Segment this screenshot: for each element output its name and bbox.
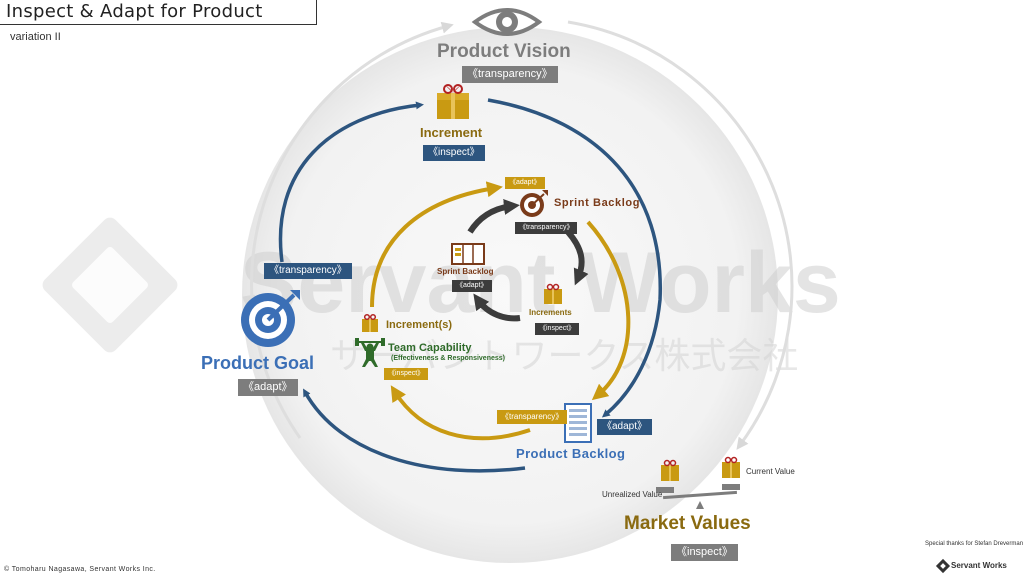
core-increments-tag: 《inspect》 [535,323,580,335]
page-title: Inspect & Adapt for Product [6,1,263,22]
product-backlog-transparency-tag: 《transparency》 [497,410,568,424]
servant-works-logo-mark [935,558,951,574]
target-arrow-icon [520,190,548,217]
product-goal-transparency-tag: 《transparency》 [264,263,352,279]
backlog-list-icon [564,403,592,443]
product-goal-tag: 《adapt》 [238,379,298,396]
sprint-backlog-transparency-tag: 《transparency》 [515,222,578,234]
gold-arc-right [586,220,631,401]
sprint-backlog-adapt-tag: 《adapt》 [505,177,545,189]
kanban-board-icon [451,243,485,265]
product-goal-label: Product Goal [201,353,315,373]
core-increments-label: Increments [529,308,572,317]
sprint-backlog-label: Sprint Backlog [554,197,641,209]
eye-icon [471,8,543,36]
special-thanks: Special thanks for Stefan Dreverman [925,541,1024,547]
outer-arc-left [250,21,454,439]
core-sprint-backlog-label: Sprint Backlog [437,267,494,276]
watermark [42,217,178,353]
outer-arc-right [567,20,794,450]
gift-box-icon-top [437,84,469,119]
team-capability-detail: (Effectiveness & Responsiveness) [391,355,505,362]
gift-box-icon-core [544,283,562,304]
product-backlog-label: Product Backlog [516,446,626,461]
market-values-tag: 《inspect》 [671,544,738,561]
blue-arc-bottom [303,388,526,473]
watermark-main: Servant Works [240,235,841,331]
blue-arc-top [278,101,424,263]
gift-box-icon-increments [362,313,378,332]
page-subtitle: variation II [10,31,61,43]
footer-logo-text: Servant Works [951,561,1007,570]
dark-arc-bottom [473,293,521,322]
increment-tag: 《inspect》 [423,145,485,161]
product-backlog-adapt-tag: 《adapt》 [597,419,653,435]
dark-arc-right [565,230,589,286]
copyright: © Tomoharu Nagasawa, Servant Works Inc. [4,566,156,573]
team-capability-label: Team Capability [388,342,472,354]
dark-arc-top [467,198,520,234]
target-icon [241,290,300,347]
title-box [0,0,317,25]
core-sprint-backlog-tag: 《adapt》 [452,280,492,292]
product-vision-tag: 《transparency》 [462,66,558,83]
increments-label: Increment(s) [386,319,453,331]
unrealized-value-label: Unrealized Value [602,490,663,499]
blue-arc-right [487,98,662,418]
product-vision-label: Product Vision [437,41,571,62]
market-values-label: Market Values [624,513,751,534]
gold-arc-top [370,181,503,308]
gold-arc-bottom [390,385,531,441]
team-capability-tag: 《inspect》 [384,368,429,380]
strong-person-icon [355,338,385,367]
balance-scale-icon [656,456,740,509]
increment-label: Increment [420,125,483,140]
current-value-label: Current Value [746,467,795,476]
